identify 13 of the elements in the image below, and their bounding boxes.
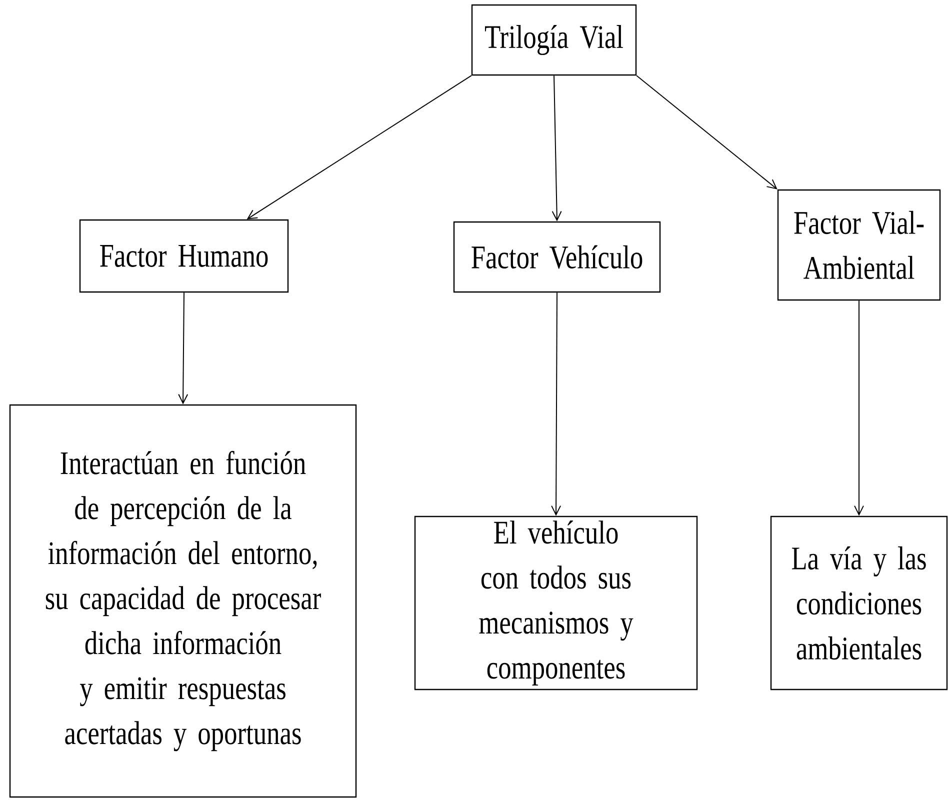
text-box: Factor Humano xyxy=(79,219,289,293)
text-box: La vía y las condiciones ambientales xyxy=(770,516,948,690)
arrow xyxy=(178,292,188,404)
arrow xyxy=(854,300,864,516)
text-box: Factor Vehículo xyxy=(453,221,661,293)
text-box: Interactúan en función de percepción de la información del entorno, su capacidad de procesar dicha información y emitir respuestas acertadas y oportunas xyxy=(9,404,357,798)
arrow xyxy=(551,292,562,516)
text-box: Factor Vial-Ambiental xyxy=(777,189,941,301)
arrow xyxy=(636,75,778,190)
text-box: Trilogía Vial xyxy=(471,4,637,76)
arrow xyxy=(552,75,562,222)
text-box: El vehículo con todos sus mecanismos y componentes xyxy=(414,516,698,690)
arrow xyxy=(246,75,472,220)
